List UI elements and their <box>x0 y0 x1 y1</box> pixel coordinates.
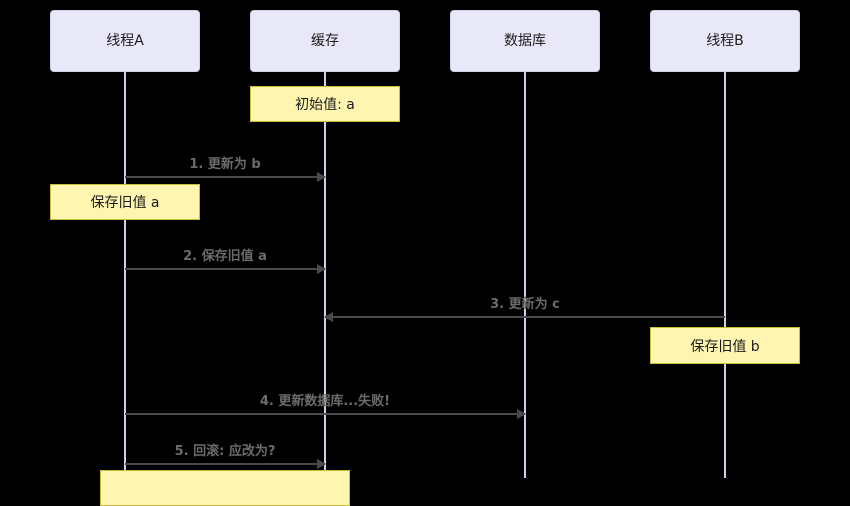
note-save-old-b-label: 保存旧值 b <box>690 338 760 355</box>
note-save-old-a-label: 保存旧值 a <box>90 195 160 211</box>
participant-label-cache: 缓存 <box>311 32 339 49</box>
message-label-4: 4. 更新数据库...失败! <box>259 393 391 409</box>
note-initial-value-label: 初始值: a <box>295 97 355 113</box>
arrowhead-right-2 <box>317 264 326 274</box>
message-4[interactable]: 4. 更新数据库...失败! <box>125 394 526 419</box>
arrowhead-right-1 <box>317 172 326 182</box>
participant-database[interactable]: 数据库 <box>450 10 600 72</box>
participant-label-thread-a: 线程A <box>106 32 144 49</box>
note-save-old-b[interactable]: 保存旧值 b <box>650 327 800 364</box>
arrowhead-right-4 <box>517 409 526 419</box>
participant-thread-a[interactable]: 线程A <box>50 10 200 72</box>
note-bottom-clipped[interactable] <box>100 470 350 506</box>
message-2[interactable]: 2. 保存旧值 a <box>125 249 326 274</box>
participant-label-database: 数据库 <box>504 32 546 49</box>
message-label-1: 1. 更新为 b <box>189 156 261 172</box>
sequence-diagram-canvas: 线程A 缓存 数据库 线程B 1. 更新为 b 2. 保存旧值 a 3. 更新为 c 4. 更… <box>50 10 800 506</box>
message-3[interactable]: 3. 更新为 c <box>324 297 725 322</box>
participant-cache[interactable]: 缓存 <box>250 10 400 72</box>
participant-thread-b[interactable]: 线程B <box>650 10 800 72</box>
message-label-3: 3. 更新为 c <box>490 296 560 312</box>
message-5[interactable]: 5. 回滚: 应改为? <box>125 444 326 469</box>
arrowhead-right-5 <box>317 459 326 469</box>
message-label-5: 5. 回滚: 应改为? <box>174 443 276 459</box>
message-label-2: 2. 保存旧值 a <box>183 248 267 264</box>
note-save-old-a[interactable]: 保存旧值 a <box>50 184 200 220</box>
lifeline-database <box>524 72 526 478</box>
lifeline-cache <box>324 72 326 478</box>
participant-label-thread-b: 线程B <box>706 32 744 49</box>
note-initial-value[interactable]: 初始值: a <box>250 86 400 122</box>
lifeline-thread-a <box>124 72 126 478</box>
arrowhead-left-3 <box>324 312 333 322</box>
message-1[interactable]: 1. 更新为 b <box>125 157 326 182</box>
lifeline-thread-b <box>724 72 726 478</box>
